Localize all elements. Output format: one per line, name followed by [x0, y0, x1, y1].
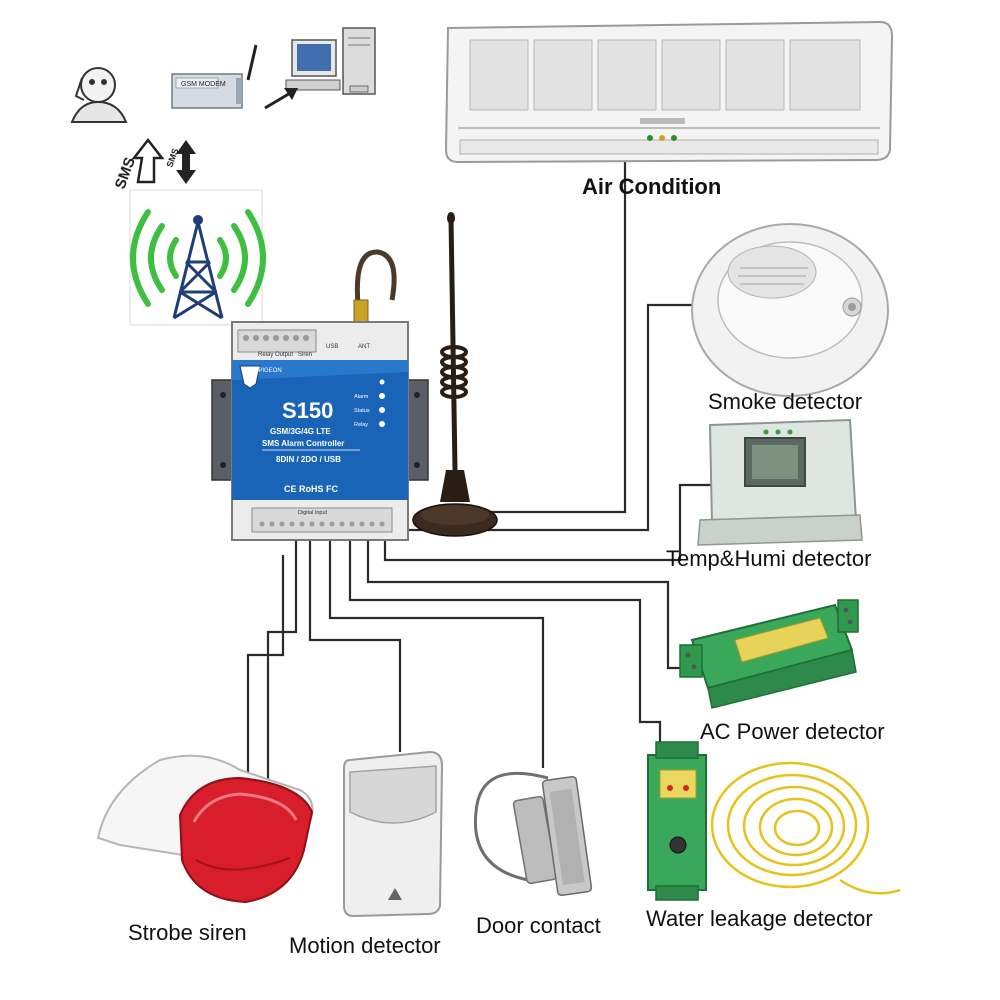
label-strobe-siren: Strobe siren: [128, 920, 247, 945]
wire-smoke: [405, 303, 705, 532]
label-door-contact: Door contact: [476, 913, 601, 938]
air-conditioner: [444, 20, 894, 164]
sms-updown-arrow-icon: [176, 140, 196, 184]
wire-ac-power: [366, 540, 692, 670]
ac-power-detector: [679, 599, 859, 709]
signal-led-icon: [379, 379, 385, 385]
wire-siren: [246, 555, 285, 778]
cert-label: CE RoHS FC: [284, 484, 339, 494]
controller-line2: SMS Alarm Controller: [262, 439, 344, 448]
sms-label-left: SMS: [112, 155, 139, 191]
temp-humi-detector: [697, 418, 863, 546]
person-with-phone-icon: [70, 67, 128, 123]
door-contact: [473, 771, 593, 897]
relay-led-icon: [379, 421, 385, 427]
wire-siren-2: [266, 540, 298, 808]
status-leds: Alarm Status Relay: [354, 379, 385, 428]
port-usb-label: USB: [326, 344, 338, 350]
gsm-modem-icon: GSM MODEM: [171, 44, 258, 109]
brand-label: KING PIGEON: [242, 368, 282, 374]
motion-detector: [343, 750, 444, 918]
controller-line1: GSM/3G/4G LTE: [270, 427, 331, 436]
label-air-condition: Air Condition: [582, 174, 722, 199]
strobe-siren: [96, 754, 314, 904]
relay-output-label: Relay Output: [258, 352, 293, 358]
wire-door: [328, 540, 545, 768]
wire-motion: [308, 540, 402, 752]
port-ant-label: ANT: [358, 344, 370, 350]
water-leakage-cable: [710, 761, 901, 895]
led-label-relay: Relay: [354, 422, 368, 428]
model-label: S150: [282, 398, 333, 423]
digital-input-label: Digital Input: [298, 510, 328, 516]
arrow-to-computer-icon: [264, 88, 298, 110]
label-water-leakage-detector: Water leakage detector: [646, 906, 873, 931]
antenna-cable: [353, 249, 397, 327]
alarm-led-icon: [379, 393, 385, 399]
wires: [246, 160, 712, 808]
modem-label: GSM MODEM: [181, 81, 226, 88]
led-label-status: Status: [354, 408, 370, 414]
label-smoke-detector: Smoke detector: [708, 389, 863, 414]
smoke-detector: [691, 223, 889, 397]
water-leakage-module: [647, 741, 707, 901]
sms-label-right: SMS: [164, 147, 180, 169]
sms-up-arrow-icon: [131, 137, 165, 184]
status-led-icon: [379, 407, 385, 413]
wire-temp-humi: [383, 483, 712, 562]
brand-logo-icon: [239, 365, 261, 389]
wire-water-leak: [348, 540, 662, 745]
led-label-alarm: Alarm: [354, 394, 369, 400]
signal-tower-icon: [129, 189, 266, 326]
computer-icon: [285, 27, 376, 95]
wire-air-condition: [470, 160, 627, 514]
siren-port-label: Siren: [298, 352, 312, 358]
label-motion-detector: Motion detector: [289, 933, 441, 958]
sms-scene: GSM MODEM SMS SMS: [70, 27, 376, 326]
controller-line3: 8DIN / 2DO / USB: [276, 455, 341, 464]
label-ac-power-detector: AC Power detector: [700, 719, 885, 744]
controller-s150: Relay Output Siren USB ANT KING PIGEON S…: [211, 321, 429, 541]
label-temp-humi-detector: Temp&Humi detector: [666, 546, 872, 571]
magnetic-antenna: [412, 212, 498, 537]
